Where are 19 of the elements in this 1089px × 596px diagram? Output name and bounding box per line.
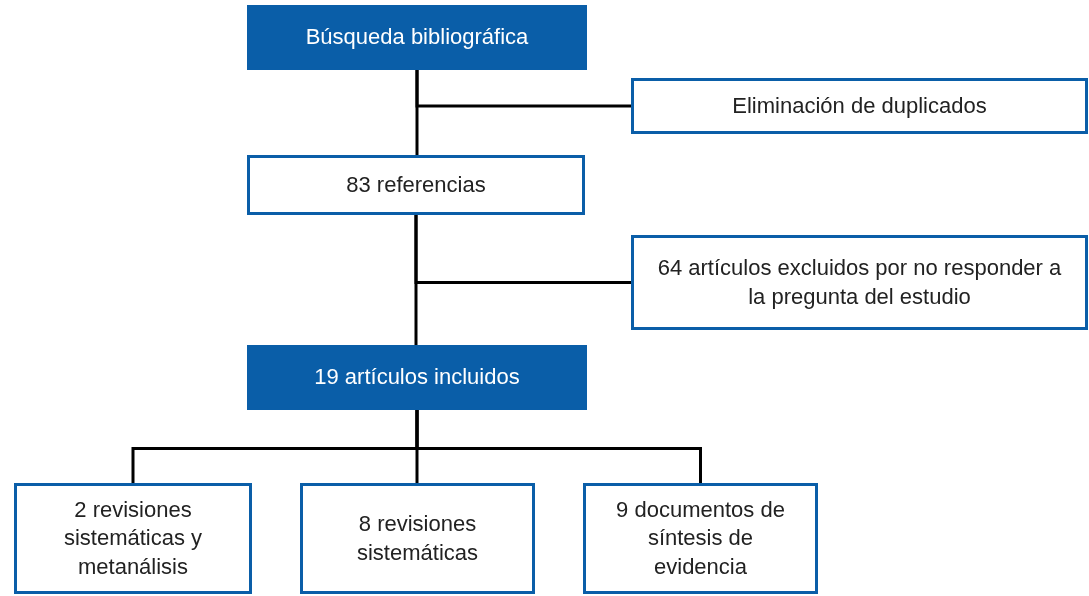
process-box [247, 5, 587, 70]
box-label: Búsqueda bibliográfica [305, 23, 529, 52]
process-box [583, 483, 818, 594]
box-label: Eliminación de duplicados [732, 91, 987, 120]
process-box [300, 483, 535, 594]
process-box [247, 345, 587, 410]
process-box [631, 235, 1088, 330]
process-box [631, 78, 1088, 134]
connector-line [414, 215, 631, 284]
connector-line [415, 70, 631, 108]
box-label: 83 referencias [346, 170, 486, 199]
box-label: 9 documentos de síntesis de evidencia [615, 495, 786, 581]
box-label: 19 artículos incluidos [314, 363, 520, 392]
connector-line [415, 410, 702, 483]
process-box [14, 483, 252, 594]
box-label: 64 artículos excluidos por no responder a la pregunta del estudio [656, 253, 1063, 311]
process-box [247, 155, 585, 215]
box-label: 2 revisiones sistemáticas y metanálisis [62, 495, 204, 581]
box-label: 8 revisiones sistemáticas [355, 509, 479, 567]
